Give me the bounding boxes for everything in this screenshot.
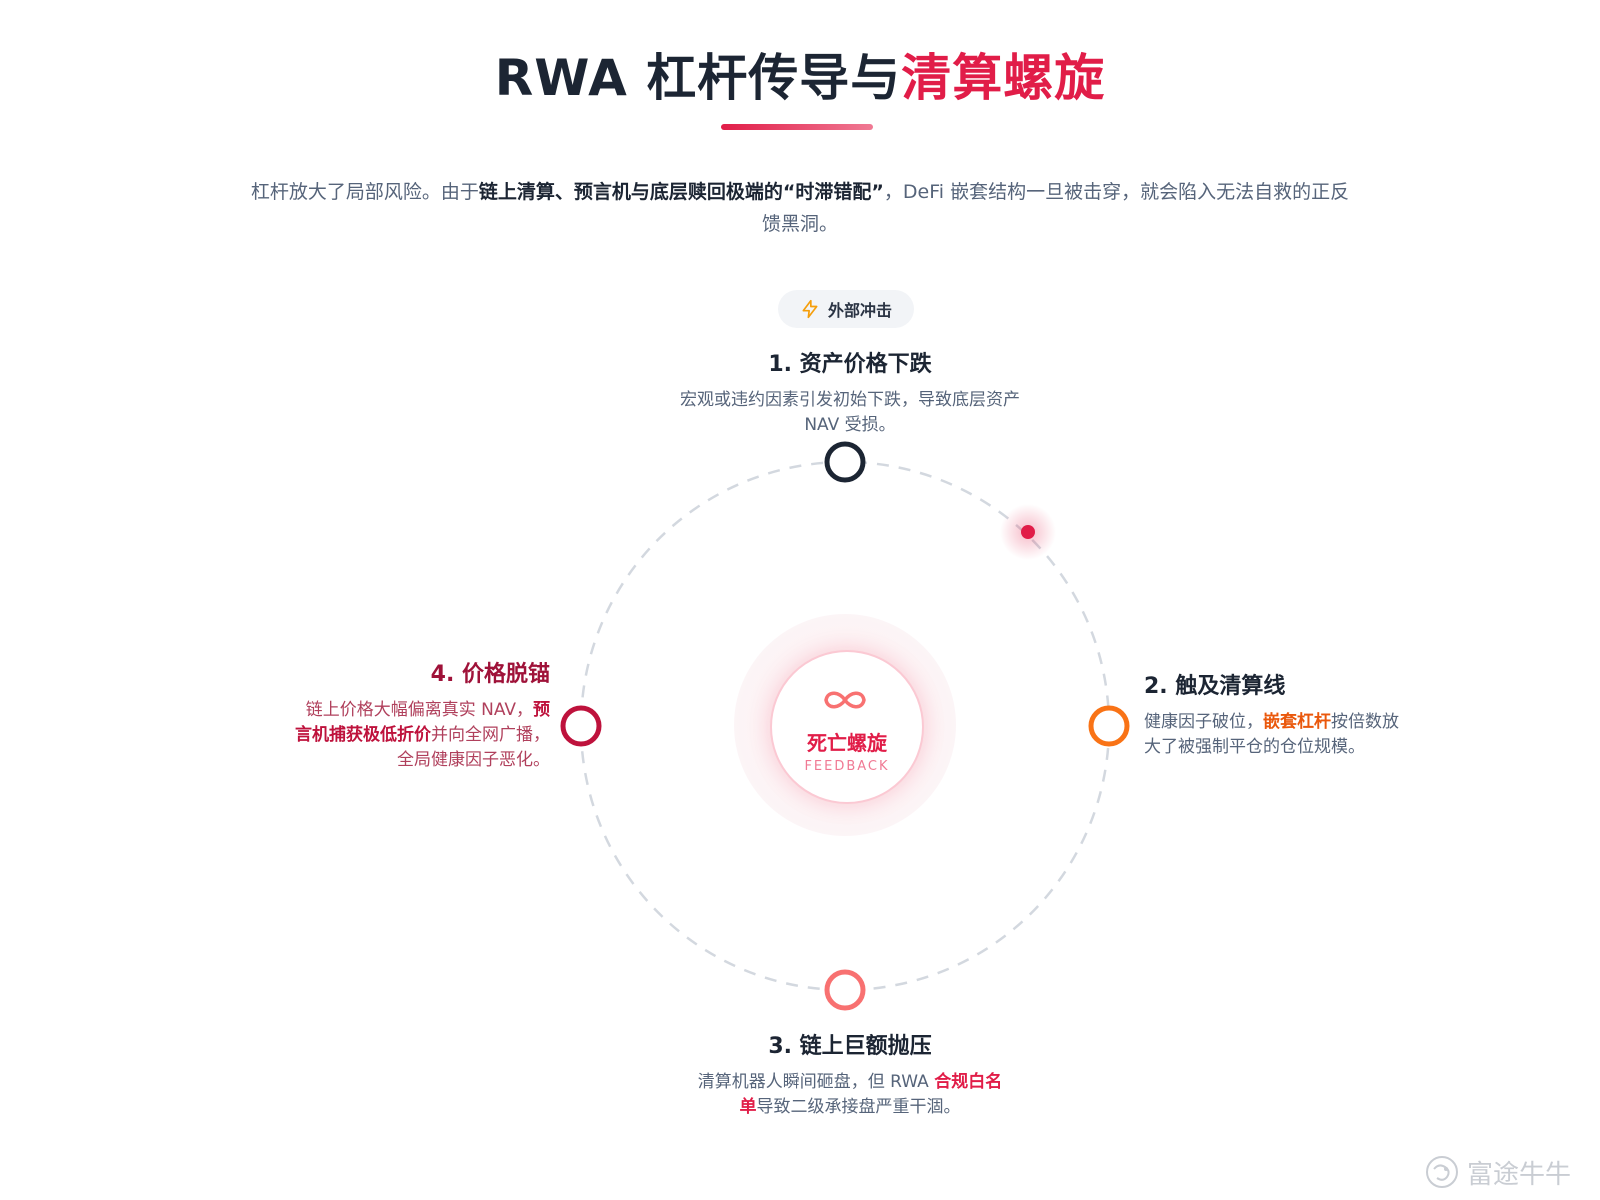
futu-logo-icon (1426, 1156, 1458, 1188)
step-1-title: 1. 资产价格下跌 (768, 352, 932, 377)
intro-part-2: ，DeFi 嵌套结构一旦被击穿，就会陷入无法自救的正反馈黑洞。 (761, 181, 1350, 235)
step-2-title: 2. 触及清算线 (1144, 674, 1286, 699)
step-3-desc-part-1: 清算机器人瞬间砸盘，但 RWA (697, 1072, 935, 1092)
intro-bold: 链上清算、预言机与底层赎回极端的“时滞错配” (478, 181, 884, 203)
external-shock-badge: 外部冲击 (778, 290, 914, 328)
center-subtitle: FEEDBACK (804, 759, 890, 774)
step-3: 3. 链上巨额抛压 清算机器人瞬间砸盘，但 RWA 合规白名单导致二级承接盘严重… (620, 1028, 1080, 1120)
infinity-icon (824, 691, 866, 709)
step-2-desc-part-2: 按倍数放大了被强制平仓的仓位规模。 (1144, 712, 1399, 757)
moving-dot (1021, 525, 1035, 539)
node-3 (824, 969, 866, 1011)
step-3-title: 3. 链上巨额抛压 (768, 1034, 932, 1059)
step-4-desc-part-2: 并向全网广播，全局健康因子恶化。 (397, 725, 550, 770)
center-title: 死亡螺旋 (807, 731, 887, 755)
step-3-desc: 清算机器人瞬间砸盘，但 RWA 合规白名单导致二级承接盘严重干涸。 (620, 1070, 1080, 1120)
external-shock-label: 外部冲击 (827, 301, 892, 320)
title-main: RWA 杠杆传导与 (494, 49, 902, 107)
step-4-title: 4. 价格脱锚 (430, 662, 550, 687)
step-4: 4. 价格脱锚 链上价格大幅偏离真实 NAV，预言机捕获极低折价并向全网广播，全… (295, 656, 550, 773)
step-3-desc-bold: 合规白名单 (739, 1072, 1003, 1117)
center-disc (770, 650, 924, 804)
watermark-text: 富途牛牛 (1467, 1159, 1572, 1190)
title-highlight: 清算螺旋 (901, 49, 1106, 107)
step-4-desc-bold: 预言机捕获极低折价 (295, 700, 550, 745)
node-1 (824, 441, 866, 483)
step-2-desc: 健康因子破位，嵌套杠杆按倍数放大了被强制平仓的仓位规模。 (1144, 710, 1404, 760)
step-4-desc: 链上价格大幅偏离真实 NAV，预言机捕获极低折价并向全网广播，全局健康因子恶化。 (295, 698, 550, 773)
step-2: 2. 触及清算线 健康因子破位，嵌套杠杆按倍数放大了被强制平仓的仓位规模。 (1144, 668, 1404, 760)
watermark: 富途牛牛 (1425, 1152, 1595, 1192)
step-1: 1. 资产价格下跌 宏观或违约因素引发初始下跌，导致底层资产 NAV 受损。 (620, 346, 1080, 438)
lightning-icon (802, 299, 818, 319)
step-4-desc-part-1: 链上价格大幅偏离真实 NAV， (305, 700, 533, 720)
step-1-desc: 宏观或违约因素引发初始下跌，导致底层资产 NAV 受损。 (680, 390, 1020, 435)
node-4 (560, 705, 602, 747)
intro-part-1: 杠杆放大了局部风险。由于 (250, 181, 479, 203)
step-2-desc-part-1: 健康因子破位， (1144, 712, 1263, 732)
step-3-desc-part-2: 导致二级承接盘严重干涸。 (756, 1097, 961, 1117)
title-underline (721, 124, 873, 130)
node-2 (1088, 705, 1130, 747)
intro-text: 杠杆放大了局部风险。由于链上清算、预言机与底层赎回极端的“时滞错配”，DeFi … (250, 176, 1350, 240)
step-2-desc-bold: 嵌套杠杆 (1263, 712, 1331, 732)
page-title: RWA 杠杆传导与清算螺旋 (0, 38, 1600, 110)
